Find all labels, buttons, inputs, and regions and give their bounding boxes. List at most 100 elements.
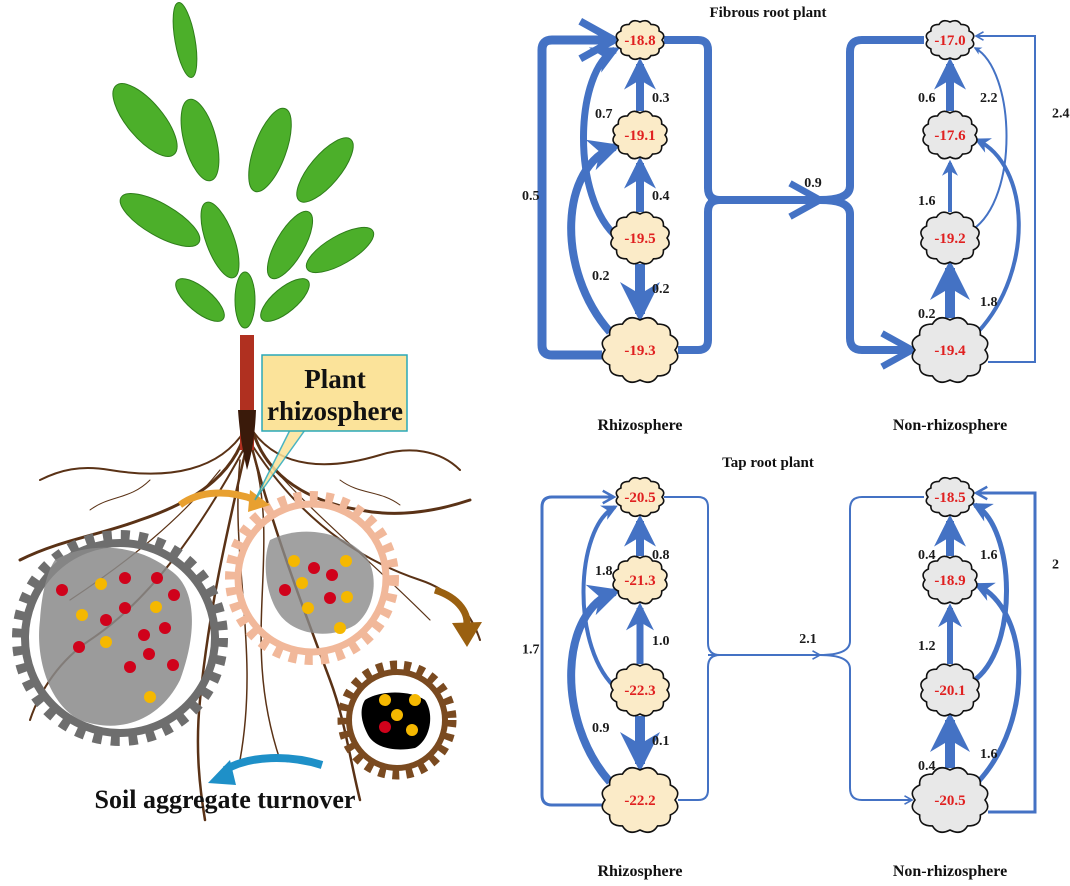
- yellow-particle: [302, 602, 314, 614]
- rhizosphere-node: -19.3: [601, 316, 679, 384]
- flow-arrow: [974, 138, 1021, 334]
- flow-value: 1.6: [918, 194, 936, 209]
- flow-arrows: [819, 36, 1036, 362]
- peach-gear: [225, 491, 399, 665]
- flow-value: 0.5: [522, 189, 540, 204]
- rhizosphere-node: -22.2: [601, 766, 679, 834]
- yellow-particle: [95, 578, 107, 590]
- non-rhizosphere-label: Non-rhizosphere: [893, 863, 1007, 880]
- plant-rhizosphere-callout: Plant rhizosphere: [254, 354, 408, 501]
- node-value: -18.9: [934, 573, 965, 589]
- flow-value: 0.4: [918, 759, 936, 774]
- cloud-shape: [922, 555, 978, 605]
- red-particle: [151, 572, 163, 584]
- non-rhizosphere-node: -17.6: [922, 110, 978, 160]
- cloud-shape: [601, 766, 679, 834]
- soil-aggregate-caption: Soil aggregate turnover: [95, 785, 356, 814]
- flow-arrow: [971, 47, 1008, 231]
- particle-dots: [56, 555, 421, 736]
- red-particle: [143, 648, 155, 660]
- red-particle: [138, 629, 150, 641]
- flow-arrows: [537, 40, 721, 360]
- rhizosphere-node: -22.3: [610, 663, 670, 717]
- rhizosphere-label: Rhizosphere: [597, 863, 682, 880]
- orange-arrow: [177, 489, 257, 508]
- yellow-particle: [76, 609, 88, 621]
- yellow-particle: [144, 691, 156, 703]
- flow-value: 0.1: [652, 734, 670, 749]
- cloud-shape: [922, 110, 978, 160]
- flow-value: 0.4: [918, 548, 936, 563]
- flow-value: 2: [1052, 558, 1059, 573]
- grey-gear: [12, 530, 228, 746]
- cross-flow-value: 0.9: [804, 176, 822, 191]
- plant-illustration: Plant rhizosphere Soil aggregate turnove…: [12, 2, 482, 822]
- flow-value: 0.9: [592, 721, 610, 736]
- non-rhizosphere-node: -19.2: [920, 211, 980, 265]
- yellow-particle: [406, 724, 418, 736]
- cloud-shape: [612, 555, 668, 605]
- cloud-shape: [911, 766, 989, 834]
- red-particle: [324, 592, 336, 604]
- cloud-shape: [911, 316, 989, 384]
- yellow-particle: [150, 601, 162, 613]
- red-particle: [308, 562, 320, 574]
- non-rhizosphere-bracket: [819, 496, 924, 800]
- red-particle: [73, 641, 85, 653]
- red-particle: [100, 614, 112, 626]
- panel-title: Fibrous root plant: [710, 5, 827, 21]
- non-rhizosphere-label: Non-rhizosphere: [893, 417, 1007, 434]
- cloud-shape: [610, 211, 670, 265]
- node-value: -20.1: [934, 683, 965, 699]
- red-particle: [379, 721, 391, 733]
- non-rhizosphere-node: -20.5: [911, 766, 989, 834]
- non-rhizosphere-node: -19.4: [911, 316, 989, 384]
- yellow-particle: [379, 694, 391, 706]
- yellow-particle: [391, 709, 403, 721]
- non-rhizosphere-network: -17.0-17.6-19.2-19.40.61.60.22.21.82.4No…: [819, 19, 1070, 434]
- yellow-particle: [341, 591, 353, 603]
- cloud-shape: [920, 211, 980, 265]
- tap-root-panel: Tap root plant-20.5-21.3-22.3-22.20.81.0…: [522, 455, 1059, 880]
- rhizosphere-node: -21.3: [612, 555, 668, 605]
- rhizosphere-network: -18.8-19.1-19.5-19.30.30.40.20.70.20.5Rh…: [522, 21, 721, 434]
- flow-panels: Fibrous root plant-18.8-19.1-19.5-19.30.…: [522, 5, 1070, 880]
- flow-value: 0.2: [592, 269, 610, 284]
- red-particle: [119, 602, 131, 614]
- cloud-shape: [925, 19, 975, 61]
- callout-text-line2: rhizosphere: [267, 396, 403, 426]
- flow-value: 1.0: [652, 634, 670, 649]
- flow-value: 2.4: [1052, 107, 1070, 122]
- cloud-shape: [615, 476, 665, 518]
- yellow-particle: [334, 622, 346, 634]
- flow-value: 1.8: [595, 564, 613, 579]
- node-value: -20.5: [934, 793, 965, 809]
- blue-arrow: [222, 754, 324, 774]
- cloud-shape: [610, 663, 670, 717]
- red-particle: [167, 659, 179, 671]
- node-value: -17.6: [934, 128, 966, 144]
- fibrous-root-panel: Fibrous root plant-18.8-19.1-19.5-19.30.…: [522, 5, 1070, 434]
- flow-arrow: [567, 139, 622, 335]
- non-rhizosphere-node: -17.0: [925, 19, 975, 61]
- flow-arrows: [540, 497, 721, 807]
- rhizosphere-node: -19.5: [610, 211, 670, 265]
- yellow-particle: [296, 577, 308, 589]
- rhizosphere-network: -20.5-21.3-22.3-22.20.81.00.11.80.91.7Rh…: [522, 476, 721, 880]
- flow-arrow: [537, 40, 614, 360]
- flow-arrow: [970, 502, 1009, 685]
- cross-flow-value: 2.1: [799, 632, 817, 647]
- red-particle: [56, 584, 68, 596]
- flow-value: 0.3: [652, 91, 670, 106]
- cloud-shape: [601, 316, 679, 384]
- yellow-particle: [100, 636, 112, 648]
- panel-title: Tap root plant: [722, 455, 814, 471]
- flow-value: 0.7: [595, 107, 613, 122]
- flow-value: 0.2: [652, 282, 670, 297]
- red-particle: [119, 572, 131, 584]
- rhizosphere-node: -19.1: [612, 110, 668, 160]
- non-rhizosphere-node: -20.1: [920, 663, 980, 717]
- node-value: -19.5: [624, 231, 655, 247]
- flow-value: 0.4: [652, 189, 670, 204]
- flow-arrow: [580, 46, 621, 241]
